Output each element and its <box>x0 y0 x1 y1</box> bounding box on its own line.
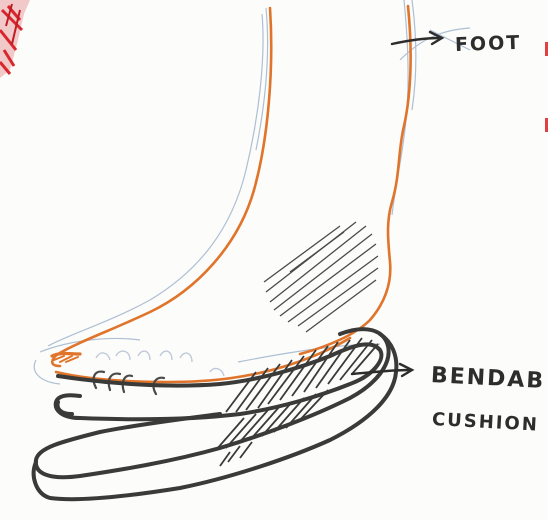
arch-hatching <box>264 222 378 332</box>
foot-arrow <box>392 32 442 44</box>
foot-outline <box>52 6 411 382</box>
red-sketch-fragment <box>0 0 30 78</box>
toes-pencil-sketch <box>96 351 224 376</box>
foot-label: FOOT <box>455 32 522 56</box>
bendable-cushion <box>34 329 397 499</box>
